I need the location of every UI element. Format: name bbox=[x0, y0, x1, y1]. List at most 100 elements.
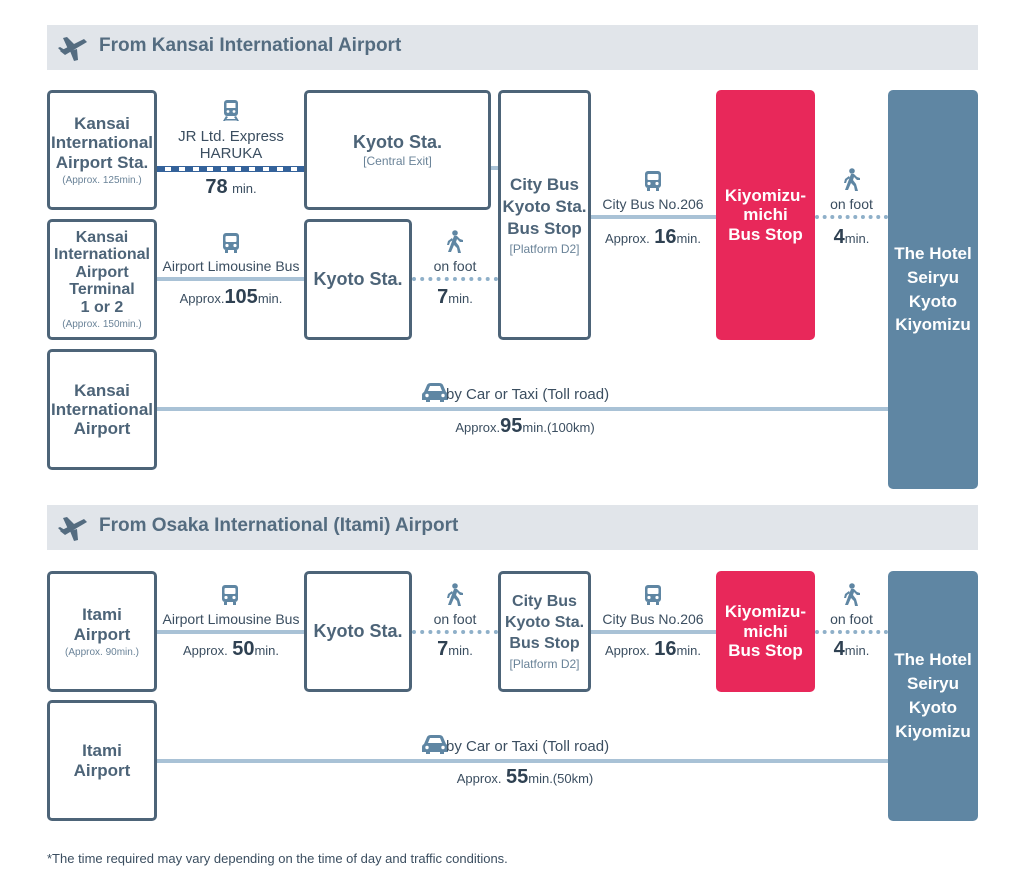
time-value: 4 bbox=[833, 638, 845, 660]
route-line bbox=[490, 166, 500, 170]
airplane-icon bbox=[58, 517, 87, 541]
haruka-label: JR Ltd. Express HARUKA bbox=[178, 128, 284, 162]
airplane-icon bbox=[58, 37, 87, 61]
time-value: 16 bbox=[654, 226, 677, 248]
time-prefix: Approx. bbox=[179, 291, 225, 306]
kyoto-station-box: Kyoto Sta. bbox=[304, 571, 412, 692]
time-unit: min. bbox=[448, 291, 473, 306]
time-value: 4 bbox=[833, 226, 845, 248]
station-name: Kansai International Airport bbox=[50, 380, 153, 439]
time-unit: min. bbox=[676, 643, 702, 658]
time-unit: min.(100km) bbox=[522, 420, 595, 435]
route-line bbox=[590, 630, 716, 634]
route-line bbox=[156, 759, 888, 763]
station-name: Kansai International Airport Sta. bbox=[50, 114, 153, 172]
walk-time: 4min. bbox=[815, 638, 888, 661]
approx-time: (Approx. 125min.) bbox=[62, 174, 142, 186]
hotel-box: The Hotel Seiryu Kyoto Kiyomizu bbox=[888, 90, 978, 489]
city-bus-stop-box: City Bus Kyoto Sta. Bus Stop [Platform D… bbox=[498, 90, 591, 340]
time-value: 7 bbox=[437, 286, 449, 308]
time-value: 16 bbox=[654, 638, 677, 660]
rail-line bbox=[156, 166, 304, 172]
car-time: Approx. 55min.(50km) bbox=[400, 766, 650, 789]
station-name: Kiyomizu- michi Bus Stop bbox=[724, 185, 807, 244]
station-name: City Bus Kyoto Sta. Bus Stop bbox=[504, 593, 585, 652]
section-header-itami: From Osaka International (Itami) Airport bbox=[47, 505, 978, 550]
route-line bbox=[156, 277, 304, 281]
station-name: City Bus Kyoto Sta. Bus Stop bbox=[502, 174, 587, 239]
time-value: 78 bbox=[205, 176, 228, 198]
footnote: *The time required may vary depending on… bbox=[47, 851, 508, 866]
walking-route bbox=[815, 215, 888, 219]
car-label: by Car or Taxi (Toll road) bbox=[446, 386, 610, 403]
exit-label: [Central Exit] bbox=[363, 154, 432, 169]
time-unit: min. bbox=[448, 643, 473, 658]
time-unit: min. bbox=[257, 291, 283, 306]
car-time: Approx.95min.(100km) bbox=[400, 415, 650, 438]
time-unit: min. bbox=[676, 231, 702, 246]
bus206-time: Approx. 16min. bbox=[590, 638, 716, 661]
walking-person-icon bbox=[844, 583, 860, 606]
time-prefix: Approx. bbox=[455, 420, 501, 435]
section-title: From Kansai International Airport bbox=[99, 35, 402, 56]
platform-label: [Platform D2] bbox=[509, 242, 580, 257]
platform-label: [Platform D2] bbox=[509, 656, 580, 671]
limousine-label: Airport Limousine Bus bbox=[162, 611, 300, 627]
limousine-time: Approx.105min. bbox=[156, 286, 306, 309]
time-value: 7 bbox=[437, 638, 449, 660]
station-name: Kyoto Sta. bbox=[313, 269, 403, 290]
station-name: Kyoto Sta. bbox=[352, 131, 442, 152]
itami-airport-box: Itami Airport (Approx. 90min.) bbox=[47, 571, 157, 692]
time-unit: min. bbox=[844, 643, 870, 658]
time-prefix: Approx. bbox=[456, 771, 502, 786]
walking-route bbox=[815, 630, 888, 634]
walk-time: 4min. bbox=[815, 226, 888, 249]
time-unit: min. bbox=[844, 231, 870, 246]
bus-icon bbox=[645, 585, 661, 605]
kiyomizu-bus-stop-box: Kiyomizu- michi Bus Stop bbox=[716, 90, 815, 340]
kiyomizu-bus-stop-box: Kiyomizu- michi Bus Stop bbox=[716, 571, 815, 692]
walk-label: on foot bbox=[830, 196, 873, 212]
hotel-box: The Hotel Seiryu Kyoto Kiyomizu bbox=[888, 571, 978, 821]
bus206-label: City Bus No.206 bbox=[602, 611, 704, 627]
walking-person-icon bbox=[447, 230, 463, 253]
bus206-label: City Bus No.206 bbox=[602, 196, 704, 212]
itami-airport-car-box: Itami Airport bbox=[47, 700, 157, 821]
walk-time: 7min. bbox=[412, 286, 498, 309]
route-line bbox=[156, 407, 888, 411]
station-name: Itami Airport bbox=[73, 605, 131, 644]
kix-airport-box: Kansai International Airport bbox=[47, 349, 157, 470]
bus-icon bbox=[645, 171, 661, 191]
route-line bbox=[156, 630, 304, 634]
kyoto-station-central-box: Kyoto Sta. [Central Exit] bbox=[304, 90, 491, 210]
section-header-kansai: From Kansai International Airport bbox=[47, 25, 978, 70]
approx-time: (Approx. 150min.) bbox=[62, 319, 142, 331]
bus-icon bbox=[222, 585, 238, 605]
train-icon bbox=[223, 100, 239, 121]
time-unit: min. bbox=[232, 181, 257, 196]
hotel-name: The Hotel Seiryu Kyoto Kiyomizu bbox=[894, 650, 972, 741]
station-name: Itami Airport bbox=[73, 741, 131, 780]
route-line bbox=[590, 215, 716, 219]
kix-station-box: Kansai International Airport Sta. (Appro… bbox=[47, 90, 157, 210]
kix-terminal-box: Kansai International Airport Terminal 1 … bbox=[47, 219, 157, 340]
walking-route bbox=[412, 630, 498, 634]
walk-label: on foot bbox=[433, 611, 477, 627]
kyoto-station-box: Kyoto Sta. bbox=[304, 219, 412, 340]
time-unit: min.(50km) bbox=[528, 771, 594, 786]
station-name: Kansai International Airport Terminal 1 … bbox=[53, 228, 150, 316]
time-prefix: Approx. bbox=[604, 643, 650, 658]
time-prefix: Approx. bbox=[182, 643, 228, 658]
station-name: Kyoto Sta. bbox=[313, 621, 403, 642]
section-title: From Osaka International (Itami) Airport bbox=[99, 515, 459, 536]
time-value: 50 bbox=[232, 638, 255, 660]
approx-time: (Approx. 90min.) bbox=[65, 646, 139, 658]
walk-label: on foot bbox=[830, 611, 873, 627]
time-value: 95 bbox=[500, 415, 523, 437]
car-label: by Car or Taxi (Toll road) bbox=[446, 738, 610, 755]
bus206-time: Approx. 16min. bbox=[590, 226, 716, 249]
walking-person-icon bbox=[447, 583, 463, 606]
bus-icon bbox=[223, 233, 239, 253]
walking-person-icon bbox=[844, 168, 860, 191]
station-name: Kiyomizu- michi Bus Stop bbox=[724, 602, 807, 661]
